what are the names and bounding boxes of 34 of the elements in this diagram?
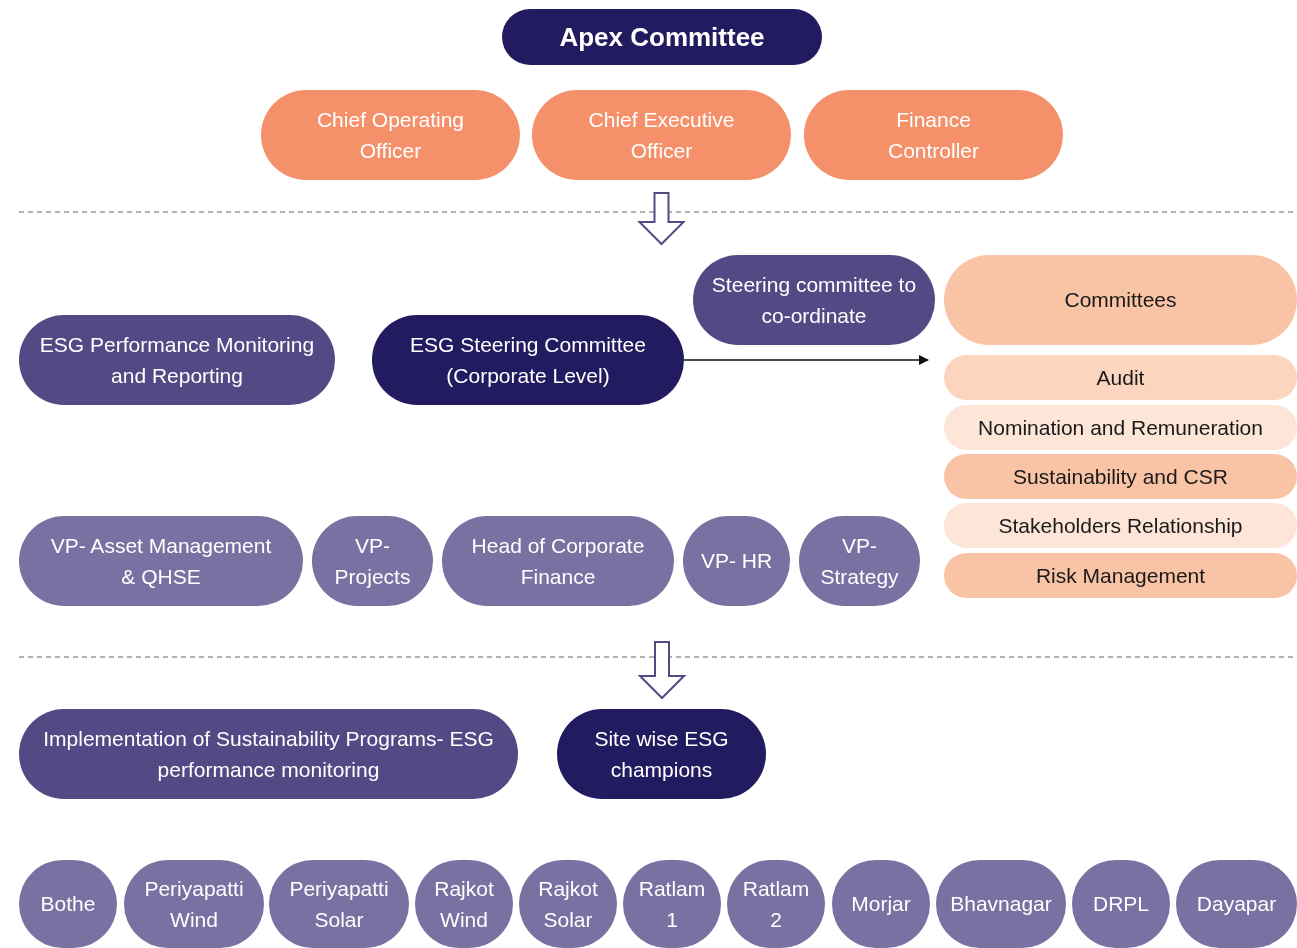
role-pill: VP- Asset Management & QHSE [19,516,303,606]
committee-pill: Risk Management [944,553,1297,598]
role-pill: Site wise ESG champions [557,709,766,799]
committee-pill: Sustainability and CSR [944,454,1297,499]
role-pill: Implementation of Sustainability Programs- ESG performance monitoring [19,709,518,799]
role-pill: Rajkot Wind [415,860,513,948]
role-pill: Dayapar [1176,860,1297,948]
role-pill: Periyapatti Solar [269,860,409,948]
block-arrow [637,641,687,700]
role-pill: VP- Projects [312,516,433,606]
role-pill: Finance Controller [804,90,1063,180]
role-pill: Bhavnagar [936,860,1066,948]
role-pill: Rajkot Solar [519,860,617,948]
role-pill: Apex Committee [502,9,822,65]
role-pill: ESG Performance Monitoring and Reporting [19,315,335,405]
committee-pill: Nomination and Remuneration [944,405,1297,450]
role-pill: Chief Executive Officer [532,90,791,180]
role-pill: Ratlam 1 [623,860,721,948]
role-pill: Periyapatti Wind [124,860,264,948]
role-pill: DRPL [1072,860,1170,948]
committee-pill: Committees [944,255,1297,345]
role-pill: Morjar [832,860,930,948]
role-pill: VP- Strategy [799,516,920,606]
block-arrow [637,192,686,246]
role-pill: ESG Steering Committee (Corporate Level) [372,315,684,405]
role-pill: Head of Corporate Finance [442,516,674,606]
role-pill: Bothe [19,860,117,948]
arrow [683,355,929,365]
committee-pill: Audit [944,355,1297,400]
role-pill: Steering committee to co-ordinate [693,255,935,345]
role-pill: Ratlam 2 [727,860,825,948]
role-pill: VP- HR [683,516,790,606]
role-pill: Chief Operating Officer [261,90,520,180]
committee-pill: Stakeholders Relationship [944,503,1297,548]
